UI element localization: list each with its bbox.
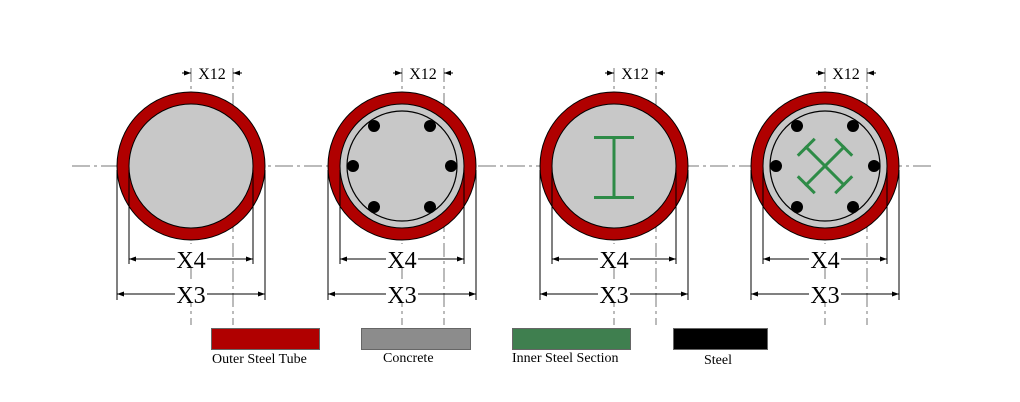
x3-label-bg: [386, 279, 418, 303]
x12-arrow-left: [395, 70, 402, 76]
x4-label-bg: [598, 244, 630, 268]
legend-label-concrete: Concrete: [383, 351, 434, 366]
x4-dimension: X4: [339, 170, 465, 274]
concrete-core: [128, 103, 254, 229]
x3-arrow-right: [469, 291, 476, 297]
cross-web-horizontal: [804, 145, 846, 187]
x3-label: X3: [810, 283, 839, 309]
x4-label: X4: [599, 248, 628, 274]
x3-arrow-left: [540, 291, 547, 297]
x3-dimension: X3: [327, 170, 477, 309]
legend-swatch-steel: [673, 328, 768, 350]
x3-dimension: X3: [750, 170, 900, 309]
rebar-bar: [847, 120, 859, 132]
x12-arrow-right: [656, 70, 663, 76]
cross-shaped-steel-section: [796, 137, 854, 195]
concrete-core: [339, 103, 465, 229]
x4-label: X4: [176, 248, 205, 274]
rebar-bar: [791, 201, 803, 213]
x4-arrow-right: [669, 256, 676, 262]
x4-arrow-left: [552, 256, 559, 262]
legend-label-inner-steel-section: Inner Steel Section: [512, 351, 619, 366]
x3-label: X3: [599, 283, 628, 309]
x3-arrow-left: [751, 291, 758, 297]
x4-arrow-left: [763, 256, 770, 262]
x3-label: X3: [387, 283, 416, 309]
legend-label-steel: Steel: [704, 353, 732, 368]
x4-dimension: X4: [128, 170, 254, 274]
cross-flange-right: [834, 175, 854, 195]
legend-swatch-inner-steel-section: [512, 328, 631, 350]
x4-label-bg: [809, 244, 841, 268]
x12-dimension: X12: [393, 66, 453, 83]
x12-label: X12: [409, 66, 437, 83]
rebar-bar: [445, 160, 457, 172]
rebar-bar: [770, 160, 782, 172]
i-section-bottom-flange: [594, 196, 634, 199]
x12-arrow-right: [233, 70, 240, 76]
x4-arrow-left: [340, 256, 347, 262]
x12-arrow-right: [867, 70, 874, 76]
rebar-bar: [368, 120, 380, 132]
x12-label: X12: [832, 66, 860, 83]
x4-label: X4: [810, 248, 839, 274]
x4-arrow-right: [246, 256, 253, 262]
x4-label-bg: [386, 244, 418, 268]
x3-arrow-right: [681, 291, 688, 297]
rebar-bar: [791, 120, 803, 132]
x4-arrow-left: [129, 256, 136, 262]
x4-dimension: X4: [551, 170, 677, 274]
x12-dimension: X12: [182, 66, 242, 83]
rebar-bar: [347, 160, 359, 172]
x3-arrow-left: [328, 291, 335, 297]
x12-label: X12: [198, 66, 226, 83]
x3-label-bg: [809, 279, 841, 303]
x3-arrow-left: [117, 291, 124, 297]
x4-arrow-right: [457, 256, 464, 262]
cross-flange-bottom: [796, 175, 816, 195]
rebar-bar: [424, 201, 436, 213]
x12-arrow-right: [444, 70, 451, 76]
i-section-web: [612, 136, 616, 199]
x12-arrow-left: [818, 70, 825, 76]
rebar-bar: [368, 201, 380, 213]
legend-swatch-outer-steel-tube: [211, 328, 320, 350]
x4-dimension: X4: [762, 170, 888, 274]
x3-arrow-right: [258, 291, 265, 297]
x4-label-bg: [175, 244, 207, 268]
x3-label-bg: [175, 279, 207, 303]
x3-arrow-right: [892, 291, 899, 297]
legend-swatch-concrete: [361, 328, 471, 350]
x12-label: X12: [621, 66, 649, 83]
rebar-bar: [847, 201, 859, 213]
x4-label: X4: [387, 248, 416, 274]
x12-dimension: X12: [816, 66, 876, 83]
legend-label-outer-steel-tube: Outer Steel Tube: [212, 352, 307, 367]
cross-flange-top: [834, 137, 854, 157]
rebar-bar: [424, 120, 436, 132]
x3-label-bg: [598, 279, 630, 303]
x12-dimension: X12: [605, 66, 665, 83]
x12-arrow-left: [607, 70, 614, 76]
rebar-bar: [868, 160, 880, 172]
x4-arrow-right: [880, 256, 887, 262]
x12-arrow-left: [184, 70, 191, 76]
cross-flange-left: [796, 137, 816, 157]
x3-dimension: X3: [116, 170, 266, 309]
x3-dimension: X3: [539, 170, 689, 309]
x3-label: X3: [176, 283, 205, 309]
